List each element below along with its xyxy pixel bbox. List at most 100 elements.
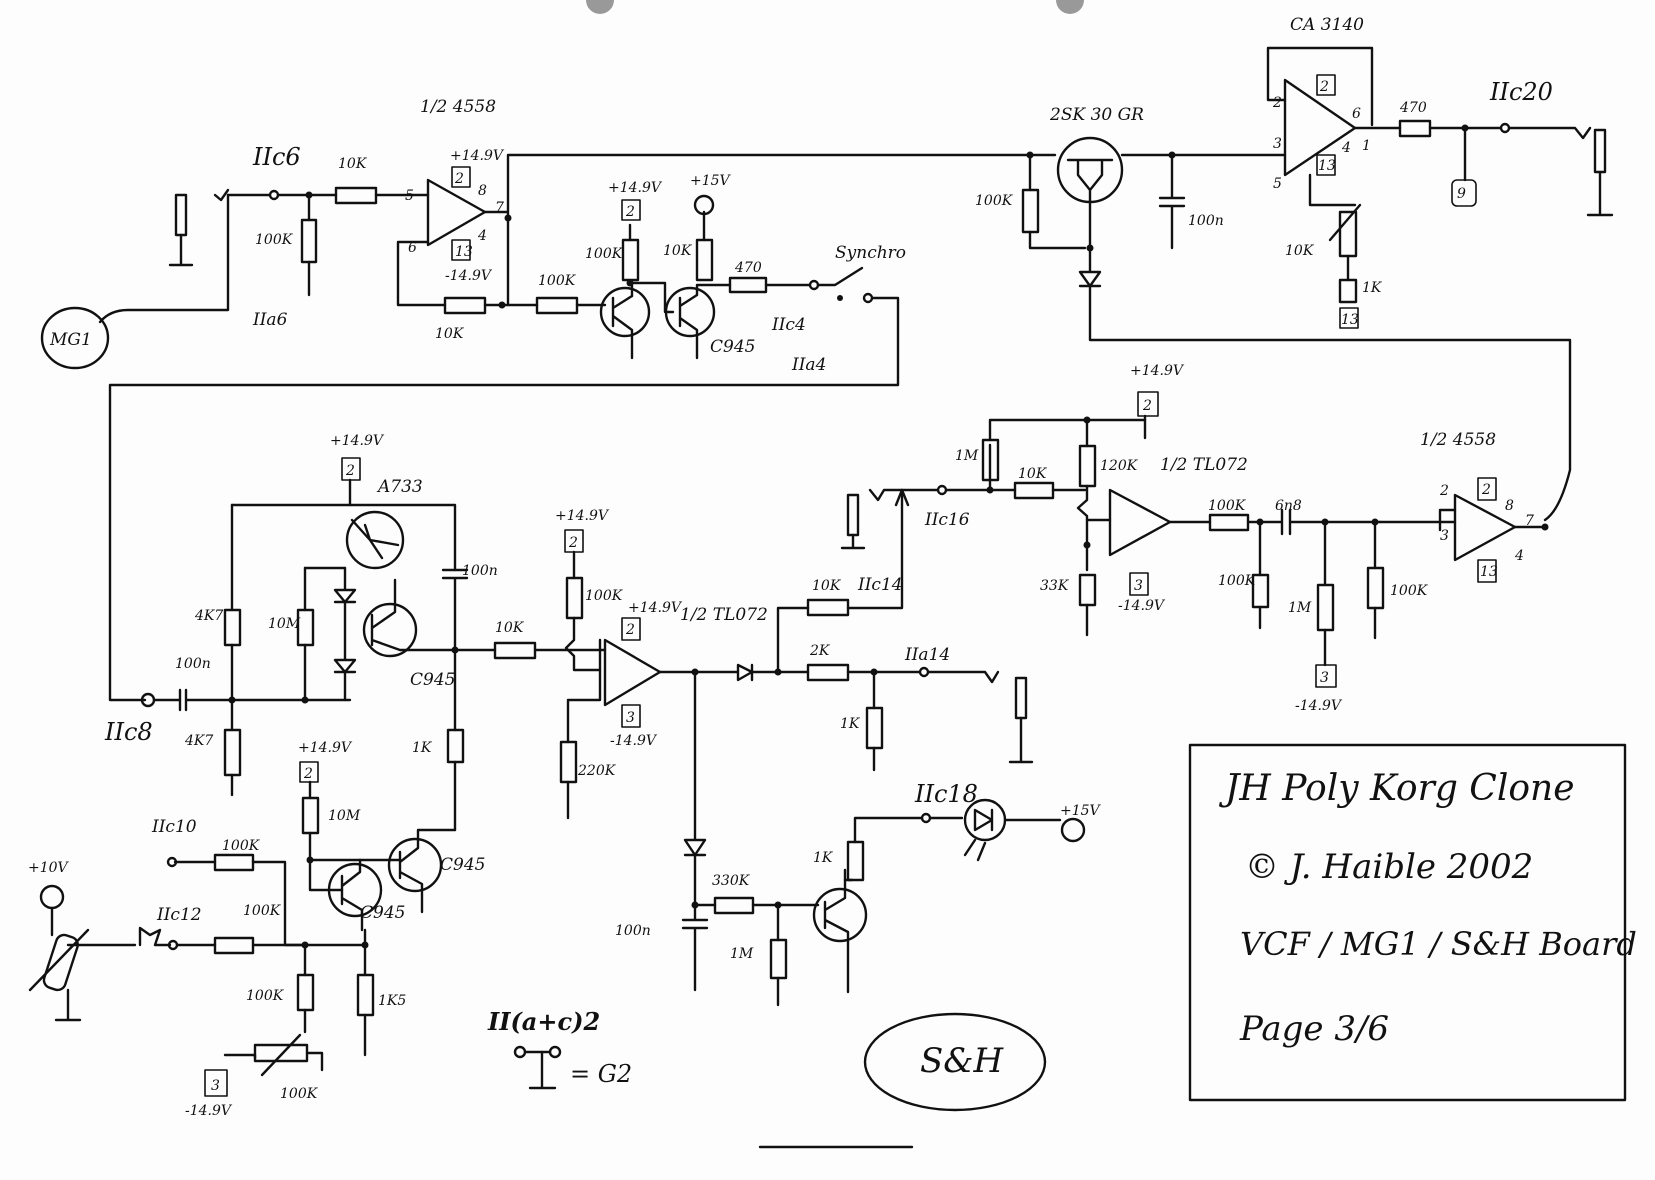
ground-note: [513, 1045, 562, 1090]
connector-c10: IIc10: [151, 817, 197, 837]
pin-1-ca: 1: [1362, 138, 1371, 154]
pin-4-b: 4: [1514, 548, 1524, 564]
supply-label-f: -14.9V: [1118, 598, 1166, 614]
label-ca3140: CA 3140: [1290, 15, 1364, 35]
node-9: 9: [1457, 186, 1466, 202]
supply-label-h: +14.9V: [330, 433, 385, 449]
transistor-c945-b: [664, 286, 716, 338]
node-3-g: 3: [626, 710, 635, 726]
section-label: S&H: [920, 1041, 1005, 1081]
node-2-f: 2: [568, 535, 578, 551]
label-4558-right: 1/2 4558: [1420, 430, 1496, 450]
supply-label-n: +15V: [1060, 803, 1102, 819]
value-r10k-q2: 10K: [663, 243, 693, 259]
supply-label-l: +14.9V: [298, 740, 353, 756]
value-r10k-out: 10K: [812, 578, 842, 594]
jack-c16: [846, 493, 860, 537]
synchro-label: Synchro: [835, 243, 906, 263]
supply-label-d: +15V: [690, 173, 732, 189]
supply-label-o: +10V: [28, 860, 70, 876]
label-c945-b: C945: [410, 670, 455, 690]
connector-c4: IIc4: [771, 315, 806, 335]
node-3-h: 3: [211, 1078, 220, 1094]
connector-a6: IIa6: [252, 310, 288, 330]
mg1-input-section: [40, 153, 1032, 702]
value-r470-b: 470: [1399, 100, 1427, 116]
pin-4-a: 4: [477, 228, 487, 244]
value-r100k-c: 100K: [1208, 498, 1247, 514]
value-r1k-trim: 1K: [1362, 280, 1383, 296]
opamp-tl072-a: [603, 638, 662, 707]
value-r100k-e: 100K: [1390, 583, 1429, 599]
node-2-ca: 2: [1319, 79, 1329, 95]
node-3-c: 3: [1134, 578, 1143, 594]
value-r2k: 2K: [809, 643, 831, 659]
value-r4k7-top: 4K7: [194, 608, 223, 624]
value-r1k-out: 1K: [840, 716, 861, 732]
value-r10k-in: 10K: [338, 156, 368, 172]
transistor-c945-c: [362, 602, 418, 658]
value-r10k-fb: 10K: [435, 326, 465, 342]
ground-equals: = G2: [570, 1060, 632, 1088]
label-c945-d: C945: [360, 903, 405, 923]
node-2-c: 2: [1142, 398, 1152, 414]
label-a733: A733: [376, 477, 423, 497]
value-r4k7-bot: 4K7: [184, 733, 213, 749]
supply-label-b: -14.9V: [445, 268, 493, 284]
node-2-h: 2: [303, 766, 313, 782]
node-13-d: 13: [1480, 564, 1498, 580]
connector-c16: IIc16: [924, 510, 970, 530]
sh-buffer-section: [559, 488, 1086, 1007]
connector-c6: IIc6: [252, 143, 301, 171]
pin-7-a: 7: [495, 200, 504, 216]
supply-label-a: +14.9V: [450, 148, 505, 164]
connector-a14: IIa14: [904, 645, 950, 665]
pin-8-b: 8: [1505, 498, 1514, 514]
label-tl072-mid: 1/2 TL072: [680, 605, 768, 625]
value-r100k-f: 100K: [222, 838, 261, 854]
value-r10m-a: 10M: [268, 616, 301, 632]
title-line-2: © J. Haible 2002: [1245, 847, 1533, 887]
node-13-ca: 13: [1318, 158, 1336, 174]
title-line-1: JH Poly Korg Clone: [1218, 768, 1575, 809]
connector-a4: IIa4: [791, 355, 826, 375]
opamp-4558-b: [1453, 493, 1517, 562]
connector-c14: IIc14: [857, 575, 903, 595]
opamp-tl072-b: [1108, 488, 1172, 557]
value-r100k-q1: 100K: [585, 246, 624, 262]
pin-4-ca: 4: [1341, 140, 1351, 156]
punch-hole-right: [1056, 0, 1084, 14]
transistor-a733: [345, 510, 405, 570]
value-r100k-g: 100K: [243, 903, 282, 919]
sh-timing-section: [28, 761, 457, 1097]
label-c945-a: C945: [710, 337, 755, 357]
value-r10k-sh: 10K: [495, 620, 525, 636]
supply-label-g: -14.9V: [1295, 698, 1343, 714]
value-r120k: 120K: [1100, 458, 1139, 474]
node-13-trim: 13: [1341, 312, 1359, 328]
pin-7-b: 7: [1525, 513, 1534, 529]
value-r1m-b: 1M: [1288, 600, 1312, 616]
value-r100k-d: 100K: [1218, 573, 1257, 589]
supply-label-i: +14.9V: [555, 508, 610, 524]
value-r1k-em: 1K: [412, 740, 433, 756]
label-c945-c: C945: [440, 855, 485, 875]
label-4558-top: 1/2 4558: [420, 97, 496, 117]
opamp-ca3140: [1283, 78, 1357, 177]
mg1-label: MG1: [49, 330, 92, 350]
node-2-b: 2: [625, 204, 635, 220]
value-r100k-fet: 100K: [975, 193, 1014, 209]
node-2-e: 2: [345, 463, 355, 479]
value-c100n-in: 100n: [175, 656, 211, 672]
label-tl072-right: 1/2 TL072: [1160, 455, 1248, 475]
node-2-g: 2: [625, 622, 635, 638]
connector-c20: IIc20: [1489, 78, 1553, 106]
value-r100k-sh: 100K: [585, 588, 624, 604]
mg1-oval: [40, 306, 110, 370]
pin-8-a: 8: [478, 183, 487, 199]
jack-c20: [1593, 128, 1607, 174]
jack-a14: [1014, 676, 1028, 720]
sh-oval: [863, 1012, 1047, 1112]
